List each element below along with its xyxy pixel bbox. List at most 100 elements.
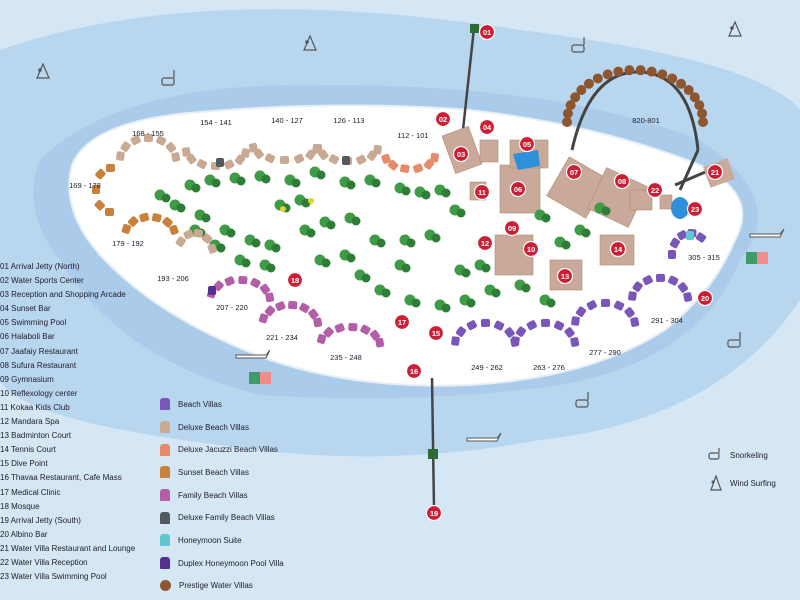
facility-marker[interactable]: 08 [613,172,631,190]
tree [601,206,611,216]
flag [757,252,768,264]
facility-marker[interactable]: 09 [503,219,521,237]
villa [313,143,323,154]
villa [116,151,125,161]
facility-marker[interactable]: 01 [478,23,496,41]
windsurf-icon [38,68,42,72]
villa [94,200,105,211]
villa [600,298,611,308]
tree [361,273,371,283]
tree [326,220,336,230]
villa [95,168,106,180]
villa [316,333,327,344]
lagoon-decorations [36,20,785,442]
facility-list-item: 09 Gymnasium [0,374,54,384]
prestige-water-villa [694,100,705,111]
facility-marker[interactable]: 17 [393,313,411,331]
facility-marker-circle [476,234,494,252]
facility-marker[interactable]: 22 [646,181,664,199]
facility-marker[interactable]: 02 [434,110,452,128]
facility-marker[interactable]: 07 [565,163,583,181]
prestige-water-villa [592,73,603,84]
tree [191,183,201,193]
facility-marker[interactable]: 18 [286,271,304,289]
tree [226,228,236,238]
facility-marker-number: 03 [457,150,465,159]
facility-marker-circle [686,200,704,218]
legend-swatch [160,580,171,592]
tree [546,298,556,308]
facility-marker-circle [556,267,574,285]
tree [521,283,531,293]
south-jetty [430,377,436,509]
villa [586,300,597,311]
villa [455,326,467,337]
legend-label: Deluxe Jacuzzi Beach Villas [178,445,278,455]
facility-markers: 01 02 03 04 05 06 07 08 09 10 11 12 13 14 15 16 17 18 19 20… [286,23,724,522]
facility-marker-circle [393,313,411,331]
tree [306,228,316,238]
facility-list-item: 18 Mosque [0,501,40,511]
villa-range-label: 193 - 206 [157,274,189,283]
facility-marker[interactable]: 14 [609,240,627,258]
facility-marker-circle [646,181,664,199]
tree [541,213,551,223]
facility-list-item: 16 Thavaa Restaurant, Cafe Mass [0,473,122,483]
facility-marker[interactable]: 10 [522,240,540,258]
flag [249,372,260,384]
villa-range-label: 154 - 141 [200,118,232,127]
legend-label: Deluxe Beach Villas [178,422,250,432]
villa [369,330,381,341]
tree [481,263,491,273]
facility-marker[interactable]: 19 [425,504,443,522]
villa [193,229,204,238]
villa [328,154,340,165]
facility-marker[interactable]: 20 [696,289,714,307]
facility-marker[interactable]: 03 [452,145,470,163]
tree [316,170,326,180]
central-buildings [441,126,735,291]
villa [480,318,491,328]
water-villa-restaurant-link [674,168,711,187]
villa [526,320,537,331]
tree [381,288,391,298]
facility-marker[interactable]: 23 [686,200,704,218]
tree [441,303,451,313]
facility-list-item: 08 Sufura Restaurant [0,360,77,370]
facility-marker[interactable]: 21 [706,163,724,181]
facility-marker[interactable]: 11 [473,183,491,201]
tree [216,243,226,253]
snorkel-icon [708,448,720,460]
facility-marker[interactable]: 05 [518,135,536,153]
facility-list-item: 23 Water Villa Swimming Pool [0,572,107,582]
villa [265,292,275,303]
prestige-water-villa [657,69,668,80]
facility-marker[interactable]: 15 [427,324,445,342]
villa-range-label: 140 - 127 [271,116,303,125]
facility-list-item: 20 Albino Bar [0,529,48,539]
north-jetty-head [470,24,479,33]
facility-marker-number: 20 [701,294,709,303]
villa [695,232,707,243]
facility-marker[interactable]: 04 [478,118,496,136]
activity-legend-item: Wind Surfing [708,469,800,497]
villa [186,153,197,165]
tree [406,238,416,248]
villa [275,301,286,311]
tree [456,208,466,218]
snorkel-icon [727,339,741,348]
legend-swatch [160,557,170,570]
tree [461,268,471,278]
facility-marker-number: 09 [508,224,516,233]
facility-marker[interactable]: 16 [405,362,423,380]
facility-marker[interactable]: 06 [509,180,527,198]
tree [351,216,361,226]
tree [376,238,386,248]
legend-item: Deluxe Family Beach Villas [160,506,320,529]
villa [293,153,305,164]
villa [250,277,261,288]
facility-marker[interactable]: 12 [476,234,494,252]
facility-marker[interactable]: 13 [556,267,574,285]
